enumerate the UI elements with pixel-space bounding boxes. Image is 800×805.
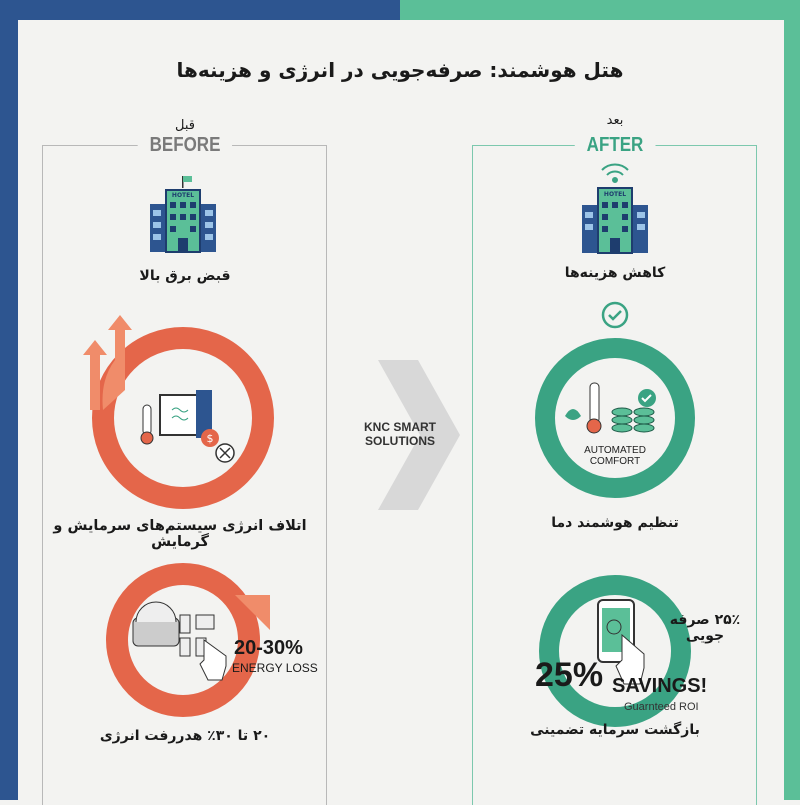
automated-comfort-donut [535,338,695,498]
up-arrow-icon [102,315,132,410]
automated-comfort-line2: COMFORT [589,456,641,467]
open-window-icon [159,390,212,438]
energy-loss-stat: 20-30% [234,637,303,659]
coins-icon [611,407,655,433]
before-caption-energy-waste: ۲۰ تا ۳۰٪ هدررفت انرژی [99,728,271,744]
leaf-icon [565,409,581,420]
wifi-icon [601,163,629,183]
side-band-left [0,0,18,800]
top-band-left [0,0,400,20]
before-caption-high-bill: قبض برق بالا [139,268,231,284]
hand-pointer-icon [615,633,645,685]
gauge-icon [132,601,180,647]
automated-comfort-line1: AUTOMATED [584,445,646,456]
savings-fa-label: ۲۵٪ صرفه جویی [669,612,741,644]
check-circle-icon [601,301,629,329]
before-title: BEFORE [137,134,232,157]
chevron-arrow-icon [378,360,460,510]
energy-loss-label: ENERGY LOSS [232,661,318,675]
hotel-sign: HOTEL [604,191,626,198]
smart-hotel-icon: HOTEL [582,163,648,254]
thermometer-icon [140,404,154,445]
guaranteed-roi: Guarnteed ROI [624,701,699,713]
page-title: هتل هوشمند: صرفه‌جویی در انرژی و هزینه‌ه… [176,58,624,82]
before-panel: BEFORE [42,134,327,805]
savings-donut [539,575,691,727]
knc-label: KNC SMART SOLUTIONS [350,420,450,448]
up-right-arrow-icon [235,595,270,630]
hotel-building-icon: HOTEL [150,176,216,253]
knc-label-line1: KNC SMART [364,420,436,434]
energy-loss-donut: $ [83,315,274,509]
savings-word: SAVINGS! [612,675,708,697]
knc-label-line2: SOLUTIONS [364,434,435,448]
after-panel: AFTER [472,134,757,805]
after-label-fa: بعد [606,113,624,128]
after-title: AFTER [574,134,655,157]
top-band-right [400,0,800,20]
automated-comfort-label: AUTOMATED COMFORT [565,445,665,467]
hotel-sign: HOTEL [172,192,194,199]
check-badge-icon [638,389,656,407]
energy-stat-donut [106,563,270,717]
up-arrow-icon [83,340,107,410]
thermometer-icon [586,382,602,434]
after-caption-cost-reduction: کاهش هزینه‌ها [564,265,666,281]
after-caption-smart-temp: تنظیم هوشمند دما [551,515,679,531]
side-band-right [784,0,800,800]
svg-text:$: $ [207,432,214,445]
close-circle-icon [215,443,235,463]
after-caption-roi: بازگشت سرمایه تضمینی [530,722,700,738]
dollar-icon [201,429,219,447]
savings-percent: 25% [535,656,604,694]
before-label-fa: قبل [175,118,195,133]
before-caption-hvac-loss: اتلاف انرژی سیستم‌های سرمایش و گرمایش [53,518,307,550]
hand-pointer-icon [199,639,227,681]
